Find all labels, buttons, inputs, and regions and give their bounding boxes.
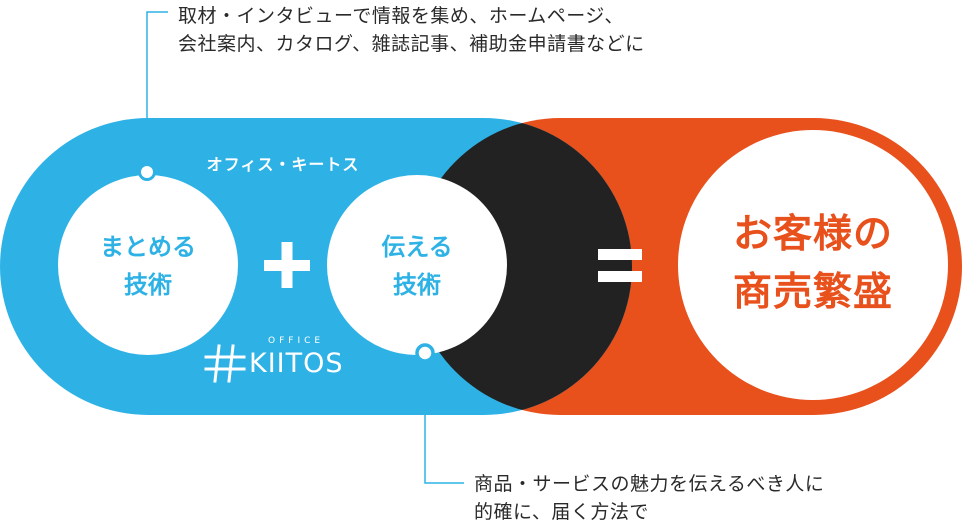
result-circle — [678, 130, 948, 400]
callout-note-top: 取材・インタビューで情報を集め、ホームページ、 会社案内、カタログ、雑誌記事、補… — [178, 2, 645, 58]
callout-note-bottom: 商品・サービスの魅力を伝えるべき人に 的確に、届く方法で — [474, 470, 824, 526]
skill-left-label: まとめる 技術 — [58, 228, 238, 304]
callout-note-bottom-line2: 的確に、届く方法で — [474, 501, 649, 523]
callout-line-top — [146, 11, 168, 172]
skill-right-line2: 技術 — [393, 271, 441, 299]
result-label: お客様の 商売繁盛 — [683, 206, 943, 322]
plus-text: + — [264, 250, 310, 251]
plus-sign — [264, 242, 310, 288]
callout-line-bottom — [424, 353, 464, 484]
callout-dot-top — [138, 163, 156, 181]
equals-sign — [598, 249, 642, 282]
skill-right-label: 伝える 技術 — [327, 228, 507, 304]
callout-note-top-line1: 取材・インタビューで情報を集め、ホームページ、 — [178, 5, 624, 27]
equals-text: = — [598, 250, 642, 251]
skill-left-circle — [58, 175, 238, 355]
kiitos-logo-mark-icon — [204, 344, 246, 383]
skill-right-line1: 伝える — [381, 233, 453, 261]
callout-dot-bottom — [415, 343, 435, 363]
logo-small-text: OFFICE — [268, 336, 325, 346]
result-line1: お客様の — [732, 212, 893, 257]
logo-main-text: KIITOS — [249, 348, 344, 379]
skill-left-line2: 技術 — [124, 271, 172, 299]
result-line2: 商売繁盛 — [732, 270, 893, 315]
overlap-region — [412, 118, 632, 415]
skill-left-line1: まとめる — [100, 233, 196, 261]
callout-note-top-line2: 会社案内、カタログ、雑誌記事、補助金申請書などに — [178, 33, 645, 55]
callout-note-bottom-line1: 商品・サービスの魅力を伝えるべき人に — [474, 473, 825, 495]
skill-right-circle — [327, 175, 507, 355]
company-name: オフィス・キートス — [206, 155, 360, 174]
